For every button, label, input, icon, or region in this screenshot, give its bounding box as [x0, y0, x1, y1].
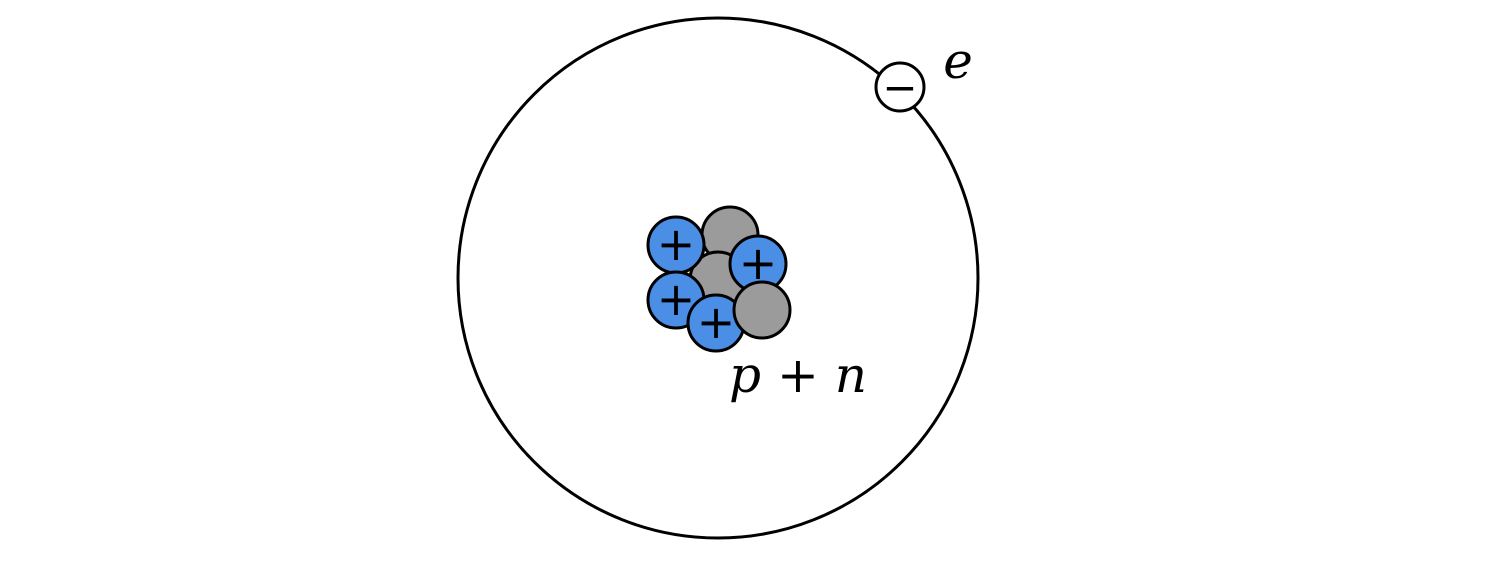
nucleus-label: p + n	[729, 346, 867, 404]
proton: +	[728, 234, 788, 294]
proton-sign: +	[697, 295, 736, 349]
neutron	[732, 280, 792, 340]
electron-label: e	[943, 32, 973, 90]
proton: +	[646, 215, 706, 275]
electron: −	[874, 61, 926, 113]
electron-orbit	[456, 16, 980, 540]
proton-sign: +	[657, 217, 696, 271]
electron-sign: −	[882, 63, 917, 112]
nucleus: + + + +	[646, 205, 792, 353]
